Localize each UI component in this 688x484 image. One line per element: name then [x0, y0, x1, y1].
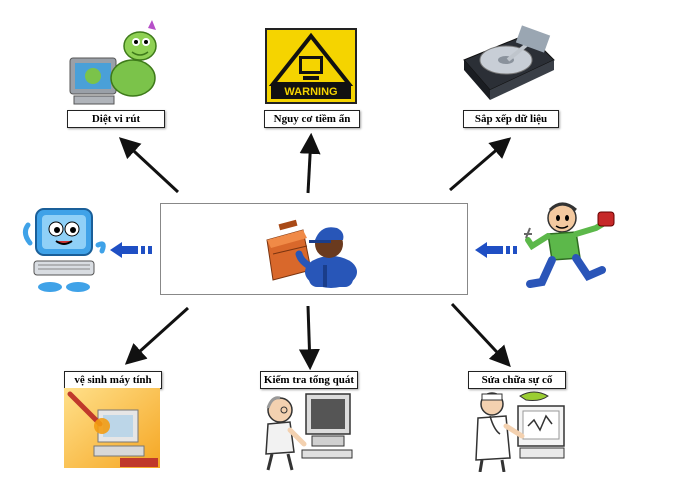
warning-text: WARNING: [271, 85, 351, 99]
arrow-bottom-center: [298, 305, 320, 371]
label-bottom-left: vệ sinh máy tính: [64, 371, 162, 389]
warning-triangle-icon: [268, 32, 354, 86]
label-top-center: Nguy cơ tiềm ẩn: [264, 110, 360, 128]
technician-toolbox-icon: [266, 219, 357, 288]
arrow-top-center: [299, 132, 321, 194]
label-bottom-right: Sửa chữa sự cố: [468, 371, 566, 389]
arrow-top-right: [449, 137, 512, 192]
warning-sign-icon: WARNING: [265, 28, 357, 104]
label-top-left: Diệt vi rút: [67, 110, 165, 128]
arrow-bottom-left: [124, 306, 190, 365]
arrow-bottom-right: [450, 302, 511, 368]
blue-arrow-left: [110, 242, 152, 258]
label-bottom-center: Kiểm tra tổng quát: [260, 371, 358, 389]
doctor-computer-icon: [475, 391, 565, 472]
hard-drive-icon: [463, 25, 555, 100]
blue-arrow-right: [475, 242, 517, 258]
arrow-top-left: [118, 137, 180, 194]
happy-computer-icon: [22, 208, 106, 292]
old-man-computer-icon: [265, 393, 353, 471]
running-repairman-icon: [524, 202, 615, 288]
virus-monster-computer-icon: [69, 20, 157, 105]
computer-cleaning-icon: [64, 388, 160, 468]
center-box: [160, 203, 468, 295]
label-top-right: Sắp xếp dữ liệu: [463, 110, 559, 128]
